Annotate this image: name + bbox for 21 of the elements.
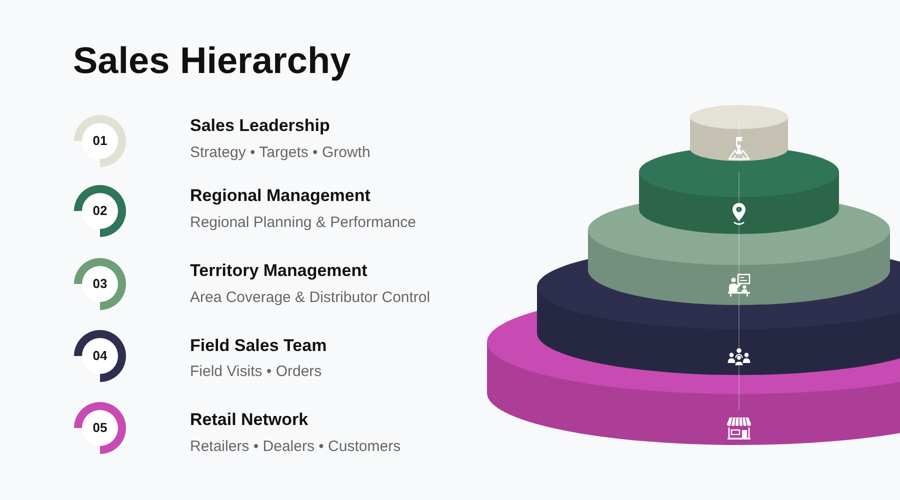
page-title: Sales Hierarchy [73, 39, 351, 83]
step-number: 03 [92, 276, 108, 292]
step-title: Sales Leadership [190, 116, 330, 136]
step-description: Strategy • Targets • Growth [190, 144, 370, 162]
step-number: 04 [92, 348, 108, 364]
step-description: Field Visits • Orders [190, 363, 322, 381]
number-ring [74, 330, 126, 382]
step-title: Regional Management [190, 186, 370, 206]
number-ring [74, 258, 126, 310]
step-description: Regional Planning & Performance [190, 214, 416, 232]
step-title: Field Sales Team [190, 336, 327, 356]
step-description: Area Coverage & Distributor Control [190, 289, 430, 307]
step-description: Retailers • Dealers • Customers [190, 438, 401, 456]
number-ring [74, 185, 126, 237]
step-title: Territory Management [190, 261, 368, 282]
step-number: 02 [92, 203, 108, 219]
step-number: 05 [92, 420, 108, 436]
number-ring [74, 402, 126, 454]
step-title: Retail Network [190, 410, 308, 430]
number-ring [74, 115, 126, 167]
step-number: 01 [92, 133, 108, 149]
